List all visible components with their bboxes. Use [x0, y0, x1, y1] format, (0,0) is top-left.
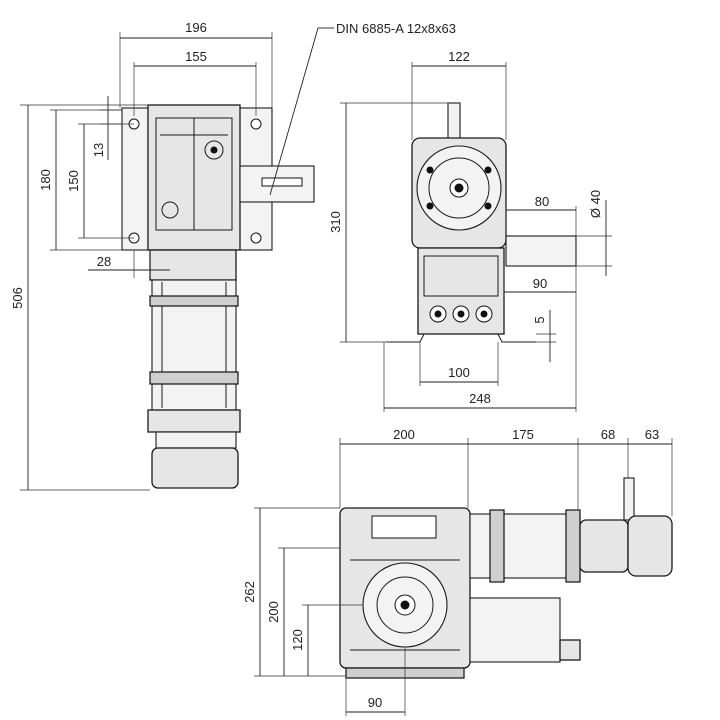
dim-front-height-overall: 506 — [10, 287, 25, 309]
dim-front-gap: 28 — [97, 254, 111, 269]
side-feet — [386, 333, 536, 343]
side-view — [386, 102, 577, 343]
front-adapter — [149, 249, 237, 281]
bottom-brake — [579, 519, 629, 573]
dim-side-width-base: 248 — [469, 391, 491, 406]
dim-side-foot-spacing: 100 — [448, 365, 470, 380]
bottom-end-cover — [627, 515, 673, 577]
dim-front-height-flange: 180 — [38, 169, 53, 191]
dim-side-height: 310 — [328, 211, 343, 233]
side-top-shaft — [447, 102, 461, 140]
dim-front-height-holes: 150 — [66, 170, 81, 192]
side-terminals — [429, 305, 493, 323]
dim-bottom-len-end: 63 — [645, 427, 659, 442]
bottom-view-dimensions: 200 175 68 63 262 200 120 90 — [242, 427, 673, 716]
dim-bottom-len-gearbox: 200 — [393, 427, 415, 442]
bottom-terminal-box — [469, 597, 561, 663]
front-view-dimensions: 196 155 506 180 150 13 28 DIN 6885-A — [10, 20, 456, 491]
dim-bottom-len-brake: 68 — [601, 427, 615, 442]
dim-side-shaft-diameter: Ø 40 — [588, 190, 603, 218]
dim-front-width-flange: 155 — [185, 49, 207, 64]
side-view-dimensions: 122 310 80 Ø 40 90 5 100 248 — [328, 49, 612, 412]
spec-label: DIN 6885-A 12x8x63 — [336, 21, 456, 36]
dim-bottom-foot-width: 90 — [368, 695, 382, 710]
dim-front-width-overall: 196 — [185, 20, 207, 35]
dim-side-foot-thickness: 5 — [532, 316, 547, 323]
dim-side-shaft-offset: 90 — [533, 276, 547, 291]
dim-side-shaft-length: 80 — [535, 194, 549, 209]
dim-front-hole-offset: 13 — [91, 143, 106, 157]
dim-bottom-len-motor: 175 — [512, 427, 534, 442]
dim-bottom-height-overall: 262 — [242, 581, 257, 603]
dim-bottom-height-mid: 200 — [266, 601, 281, 623]
bottom-view — [339, 477, 673, 679]
dim-bottom-height-axis: 120 — [290, 629, 305, 651]
front-brake — [151, 447, 239, 489]
side-output-shaft — [505, 235, 577, 267]
front-view — [121, 104, 315, 489]
bottom-motor — [469, 513, 581, 579]
dim-side-width-top: 122 — [448, 49, 470, 64]
